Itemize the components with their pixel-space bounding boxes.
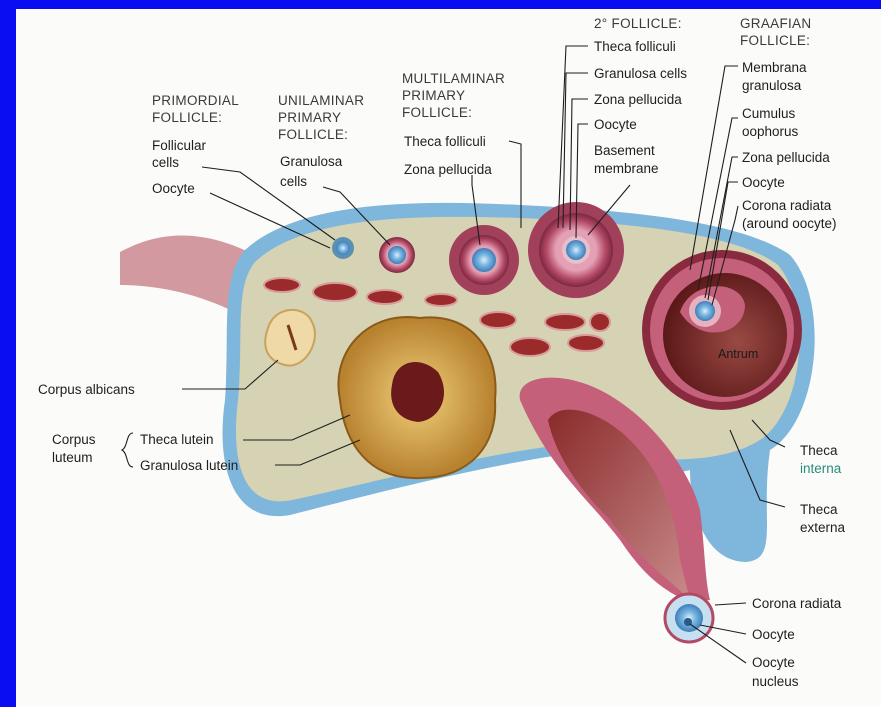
label-oocyte-nucleus-1: Oocyte (752, 655, 795, 670)
label-antrum: Antrum (718, 347, 758, 361)
label-theca-lutein: Theca lutein (140, 432, 214, 447)
corpus-luteum-center (391, 362, 444, 422)
label-granulosa-lutein: Granulosa lutein (140, 458, 238, 473)
heading-unilaminar-1: UNILAMINAR (278, 93, 364, 108)
label-corona-radiata-g-1: Corona radiata (742, 198, 832, 213)
label-oocyte-ovulated: Oocyte (752, 627, 795, 642)
label-oocyte-2: Oocyte (594, 117, 637, 132)
label-follicular-cells-2: cells (152, 155, 179, 170)
label-theca-interna-2: interna (800, 461, 842, 476)
heading-graafian-1: GRAAFIAN (740, 16, 811, 31)
label-oocyte-nucleus-2: nucleus (752, 674, 799, 689)
label-theca-interna-1: Theca (800, 443, 838, 458)
label-cumulus-oophorus-1: Cumulus (742, 106, 796, 121)
label-granulosa-cells-2: Granulosa cells (594, 66, 687, 81)
label-theca-folliculi-multi: Theca folliculi (404, 134, 486, 149)
label-basement-membrane-1: Basement (594, 143, 655, 158)
label-follicular-cells-1: Follicular (152, 138, 207, 153)
label-oocyte-g: Oocyte (742, 175, 785, 190)
label-zona-pellucida-2: Zona pellucida (594, 92, 682, 107)
heading-multilaminar-2: PRIMARY (402, 88, 465, 103)
heading-primordial-1: PRIMORDIAL (152, 93, 239, 108)
heading-multilaminar-3: FOLLICLE: (402, 105, 472, 120)
label-theca-folliculi-2: Theca folliculi (594, 39, 676, 54)
label-theca-externa-1: Theca (800, 502, 838, 517)
label-corona-radiata: Corona radiata (752, 596, 842, 611)
heading-graafian-2: FOLLICLE: (740, 33, 810, 48)
label-oocyte-primordial: Oocyte (152, 181, 195, 196)
label-granulosa-cells-1: Granulosa (280, 154, 343, 169)
heading-unilaminar-2: PRIMARY (278, 110, 341, 125)
label-basement-membrane-2: membrane (594, 161, 659, 176)
label-zona-pellucida-g: Zona pellucida (742, 150, 830, 165)
label-theca-externa-2: externa (800, 520, 846, 535)
label-cumulus-oophorus-2: oophorus (742, 124, 799, 139)
label-membrana-granulosa-1: Membrana (742, 60, 807, 75)
label-corona-radiata-g-2: (around oocyte) (742, 216, 837, 231)
label-corpus-luteum-1: Corpus (52, 432, 96, 447)
heading-primordial-2: FOLLICLE: (152, 110, 222, 125)
label-membrana-granulosa-2: granulosa (742, 78, 802, 93)
label-corpus-luteum-2: luteum (52, 450, 93, 465)
heading-secondary: 2° FOLLICLE: (594, 16, 682, 31)
brace (122, 433, 133, 467)
heading-multilaminar-1: MULTILAMINAR (402, 71, 505, 86)
label-zona-pellucida-multi: Zona pellucida (404, 162, 492, 177)
label-corpus-albicans: Corpus albicans (38, 382, 135, 397)
label-granulosa-cells-2: cells (280, 174, 307, 189)
heading-unilaminar-3: FOLLICLE: (278, 127, 348, 142)
